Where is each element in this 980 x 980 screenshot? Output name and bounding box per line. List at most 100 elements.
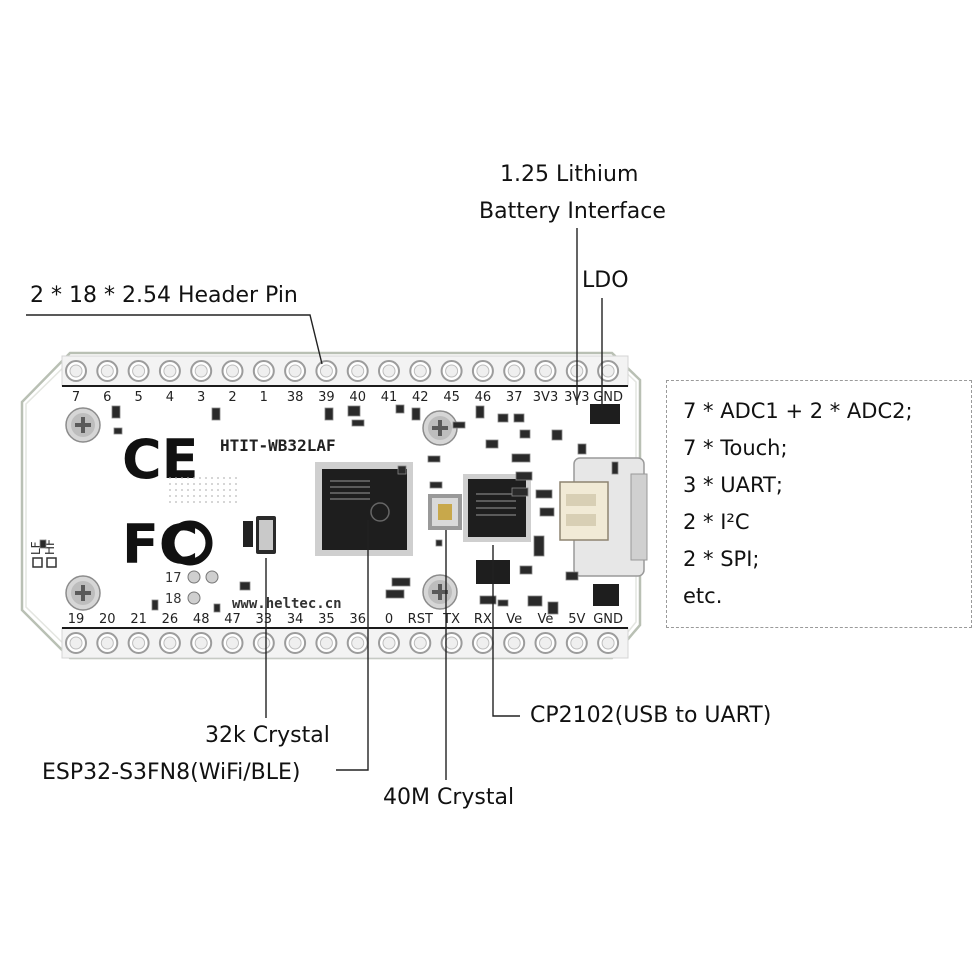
bottom-pin-label: 0 [385, 612, 393, 627]
silkscreen-dot [181, 483, 183, 485]
bottom-pin-label: 21 [130, 612, 147, 627]
silkscreen-dot [235, 477, 237, 479]
top-header-strip [61, 355, 629, 387]
smd-part [511, 453, 531, 463]
top-header-hole [597, 360, 620, 382]
bottom-pin-label: 36 [349, 612, 366, 627]
smd-part [452, 421, 466, 429]
top-pin-label: 5 [134, 390, 142, 405]
smd-part [611, 461, 619, 475]
bottom-header-hole [127, 632, 150, 654]
bottom-pin-label: RX [474, 612, 492, 627]
smd-part [485, 439, 499, 449]
bottom-header-hole [190, 632, 213, 654]
pad-18-label: 18 [165, 592, 182, 607]
bottom-pin-label: 34 [287, 612, 304, 627]
top-header-holes [65, 360, 620, 382]
esp32-label: ESP32-S3FN8(WiFi/BLE) [42, 760, 301, 785]
fcc-mark-c-ring [167, 520, 213, 566]
bottom-header-hole [597, 632, 620, 654]
silkscreen-dot [223, 489, 225, 491]
bottom-pin-label: 35 [318, 612, 335, 627]
regulator-component [593, 584, 619, 606]
silkscreen-dot [193, 483, 195, 485]
silkscreen-dot [235, 483, 237, 485]
silkscreen-dot [205, 477, 207, 479]
smd-part [213, 603, 221, 613]
bottom-header-hole [471, 632, 494, 654]
header-pin-label: 2 * 18 * 2.54 Header Pin [30, 283, 298, 308]
smd-part [551, 429, 563, 441]
smd-part [519, 429, 531, 439]
silkscreen-dot [181, 477, 183, 479]
smd-part [427, 455, 441, 463]
silkscreen-dot [199, 495, 201, 497]
top-pin-label: GND [593, 390, 623, 405]
silkscreen-dot [169, 489, 171, 491]
top-pin-label: 40 [349, 390, 366, 405]
smd-part [547, 601, 559, 615]
features-box: 7 * ADC1 + 2 * ADC2; 7 * Touch; 3 * UART… [666, 380, 972, 628]
smd-part [397, 465, 407, 475]
mounting-screw-4 [422, 574, 458, 610]
feature-i2c: 2 * I²C [683, 510, 750, 534]
feature-etc: etc. [683, 584, 723, 608]
silkscreen-dot [187, 489, 189, 491]
silkscreen-dot [187, 477, 189, 479]
board-model-text: HTIT-WB32LAF [220, 436, 336, 455]
top-pin-label: 3 [197, 390, 205, 405]
smd-part [347, 405, 361, 417]
top-header-hole [378, 360, 400, 382]
smd-part [577, 443, 587, 455]
silkscreen-dot [235, 489, 237, 491]
silkscreen-dot [175, 489, 177, 491]
smd-part [511, 487, 529, 497]
top-pin-label: 7 [72, 390, 80, 405]
silkscreen-dot [223, 495, 225, 497]
top-pin-label: 45 [443, 390, 460, 405]
top-header-hole [252, 360, 275, 382]
smd-part [479, 595, 497, 605]
bottom-header-strip [61, 627, 629, 659]
silkscreen-dot [223, 477, 225, 479]
silkscreen-dot [229, 483, 231, 485]
smd-part [519, 565, 533, 575]
silkscreen-dot [181, 495, 183, 497]
bottom-pin-label: 26 [162, 612, 179, 627]
smd-part [535, 489, 553, 499]
callout-lines [26, 228, 603, 780]
silkscreen-dot [211, 489, 213, 491]
silkscreen-dot [169, 495, 171, 497]
bottom-pin-label: 48 [193, 612, 210, 627]
top-header-hole [409, 360, 432, 382]
silkscreen-dot [229, 477, 231, 479]
smd-components [39, 404, 619, 615]
silkscreen-dot [175, 501, 177, 503]
mounting-screw-2 [422, 410, 458, 446]
battery-interface-label-2: Battery Interface [479, 199, 666, 224]
silkscreen-dot [211, 495, 213, 497]
smd-part [527, 595, 543, 607]
smd-part [391, 577, 411, 587]
crystal-40m-component [428, 494, 462, 530]
silkscreen-dot [217, 495, 219, 497]
smd-part [385, 589, 405, 599]
bottom-pin-label: GND [593, 612, 623, 627]
silkscreen-dot [223, 501, 225, 503]
bottom-pin-label: TX [442, 612, 460, 627]
top-header-hole [471, 360, 494, 382]
top-pin-label: 3V3 [533, 390, 558, 405]
silkscreen-dot [181, 501, 183, 503]
silkscreen-dot [175, 483, 177, 485]
top-header-hole [503, 360, 526, 382]
silkscreen-dot [193, 495, 195, 497]
top-header-hole [65, 360, 87, 382]
silkscreen-dot [217, 483, 219, 485]
bottom-pin-label: 20 [99, 612, 116, 627]
silkscreen-dot [181, 489, 183, 491]
top-pin-label: 2 [228, 390, 236, 405]
feature-touch: 7 * Touch; [683, 436, 788, 460]
bottom-header-hole [503, 632, 526, 654]
